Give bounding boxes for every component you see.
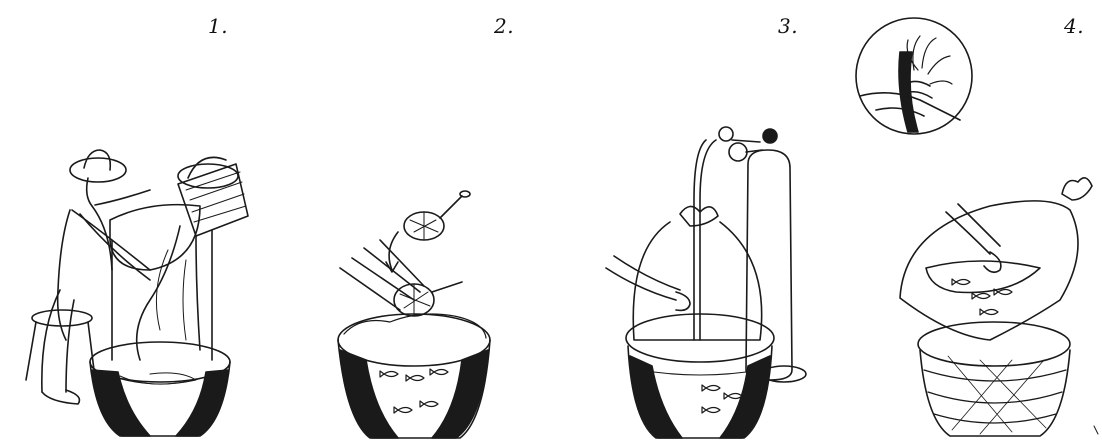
tied-bag-closeup-inset xyxy=(856,18,972,134)
oxygen-tank-illustration xyxy=(606,127,806,438)
net-transfer-illustration xyxy=(338,191,490,438)
man-pouring-bucket-illustration xyxy=(26,150,248,436)
sealed-bag-illustration xyxy=(900,178,1098,436)
